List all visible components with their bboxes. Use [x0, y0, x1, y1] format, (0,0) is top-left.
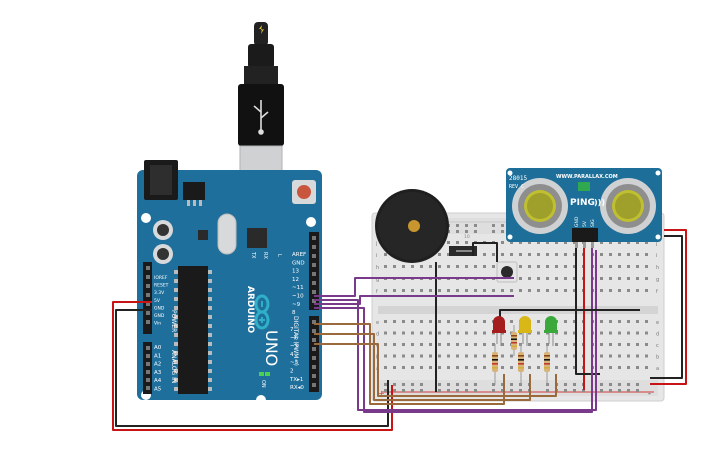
power-pin-label: IOREF	[154, 275, 168, 281]
wire	[314, 343, 557, 397]
digital-pin-label: ~11	[292, 285, 304, 291]
wire	[314, 277, 514, 297]
wire	[650, 235, 683, 379]
digital-label: DIGITAL (PWM~)	[292, 316, 299, 366]
analog-pin-label: A1	[154, 353, 161, 359]
digital-pin-label: 8	[292, 310, 296, 316]
breadboard-row-letter: j	[655, 241, 657, 247]
analog-label: ANALOG IN	[170, 350, 177, 383]
digital-pin-label: ~3	[290, 360, 299, 366]
microcontroller-chip	[178, 266, 208, 394]
analog-pin-label: A4	[154, 378, 162, 384]
analog-header	[143, 342, 152, 394]
on-label: ON	[260, 380, 266, 388]
usb-bolt-icon	[259, 25, 264, 34]
led	[544, 316, 558, 346]
resistor	[518, 344, 524, 385]
breadboard-row-letter: i	[656, 253, 657, 259]
digital-pin-label: AREF	[292, 252, 306, 258]
power-pin-label: Vin	[154, 321, 161, 327]
breadboard-row-letter: c	[656, 343, 659, 349]
breadboard-row-letter: f	[656, 289, 658, 295]
breadboard-row-letter: j	[375, 241, 377, 247]
digital-header-high	[309, 232, 319, 310]
breadboard-row-letter: h	[376, 265, 379, 271]
wire	[314, 323, 505, 405]
sensor-part: 28015	[509, 175, 527, 182]
digital-pin-label: 12	[292, 277, 299, 283]
breadboard-row-letter: f	[376, 289, 378, 295]
digital-pin-label: 2	[290, 369, 294, 375]
wire	[314, 248, 593, 413]
breadboard-row-letter: a	[656, 366, 659, 372]
digital-pin-label: 13	[292, 269, 299, 275]
wire	[314, 250, 597, 411]
digital-pin-label: ~5	[290, 344, 299, 350]
wire	[472, 242, 498, 262]
analog-pin-label: A0	[154, 345, 162, 351]
power-pin-label: 3.3V	[154, 290, 165, 296]
digital-pin-label: ~6	[290, 335, 299, 341]
analog-pin-label: A3	[154, 370, 162, 376]
sensor-website: WWW.PARALLAX.COM	[556, 174, 618, 180]
tx-label: TX	[250, 251, 256, 259]
plus-rail-label: +	[378, 389, 385, 398]
minus-rail-label: -	[648, 389, 651, 398]
sensor-rev: REV C	[509, 184, 524, 190]
breadboard-row-letter: g	[656, 277, 659, 283]
usb-cable	[238, 22, 284, 187]
l-label: L	[276, 254, 282, 257]
power-pin-label: GND	[154, 305, 165, 311]
wire	[314, 295, 514, 305]
piezo-buzzer	[375, 189, 477, 263]
power-pin-label: 5V	[154, 298, 161, 304]
breadboard-column-number: 10	[464, 234, 470, 240]
power-header	[143, 262, 152, 334]
crystal	[217, 213, 237, 255]
sensor-pin-label: SIG	[590, 219, 596, 227]
breadboard-row-letter: g	[376, 277, 379, 283]
breadboard-row-letter: e	[376, 320, 379, 326]
digital-pin-label: 4	[290, 352, 294, 358]
arduino-logo	[254, 294, 270, 330]
wire	[314, 333, 531, 401]
led	[518, 316, 532, 346]
analog-pin-label: A5	[154, 387, 162, 393]
wire	[112, 301, 393, 431]
digital-pin-label: GND	[292, 260, 305, 266]
ping-sensor: 28015 REV C WWW.PARALLAX.COM PING ))) GN…	[506, 168, 662, 248]
power-label: POWER	[170, 310, 177, 332]
analog-pin-label: A2	[154, 362, 161, 368]
power-pin-label: GND	[154, 313, 165, 319]
breadboard-row-letter: e	[656, 320, 659, 326]
breadboard-row-letter: i	[376, 253, 377, 259]
arduino-board: AREF GND 13 12 ~11 ~10 ~9 8 7 ~6 ~5 4 ~3 2TX▸1RX◂0 I…	[137, 160, 322, 405]
digital-pin-label: RX◂0	[290, 385, 304, 391]
sensor-suffix: )))	[594, 198, 605, 207]
digital-pin-label: 7	[290, 327, 294, 333]
resistor	[492, 344, 498, 385]
breadboard-row-letter: d	[656, 332, 659, 338]
led	[492, 316, 506, 346]
resistor	[511, 325, 517, 356]
rx-label: RX	[262, 252, 268, 259]
breadboard-row-letter: h	[656, 265, 659, 271]
breadboard-row-letter: d	[376, 332, 379, 338]
usb-symbol-icon	[253, 100, 269, 135]
resistor	[544, 344, 550, 385]
digital-pin-label: ~9	[292, 302, 301, 308]
arduino-model: UNO	[262, 330, 281, 366]
sensor-pin-label: GND	[574, 216, 580, 227]
digital-header-low	[309, 316, 319, 392]
power-pin-label: RESET	[154, 283, 169, 289]
sensor-pin-label: 5V	[582, 220, 588, 227]
sensor-name: PING	[570, 198, 595, 208]
arduino-brand: ARDUINO	[245, 286, 255, 334]
digital-pin-label: TX▸1	[289, 377, 303, 383]
digital-pin-label: ~10	[292, 294, 304, 300]
breadboard-row-letter: b	[656, 355, 659, 361]
wire	[650, 229, 687, 385]
on-led	[259, 372, 264, 376]
